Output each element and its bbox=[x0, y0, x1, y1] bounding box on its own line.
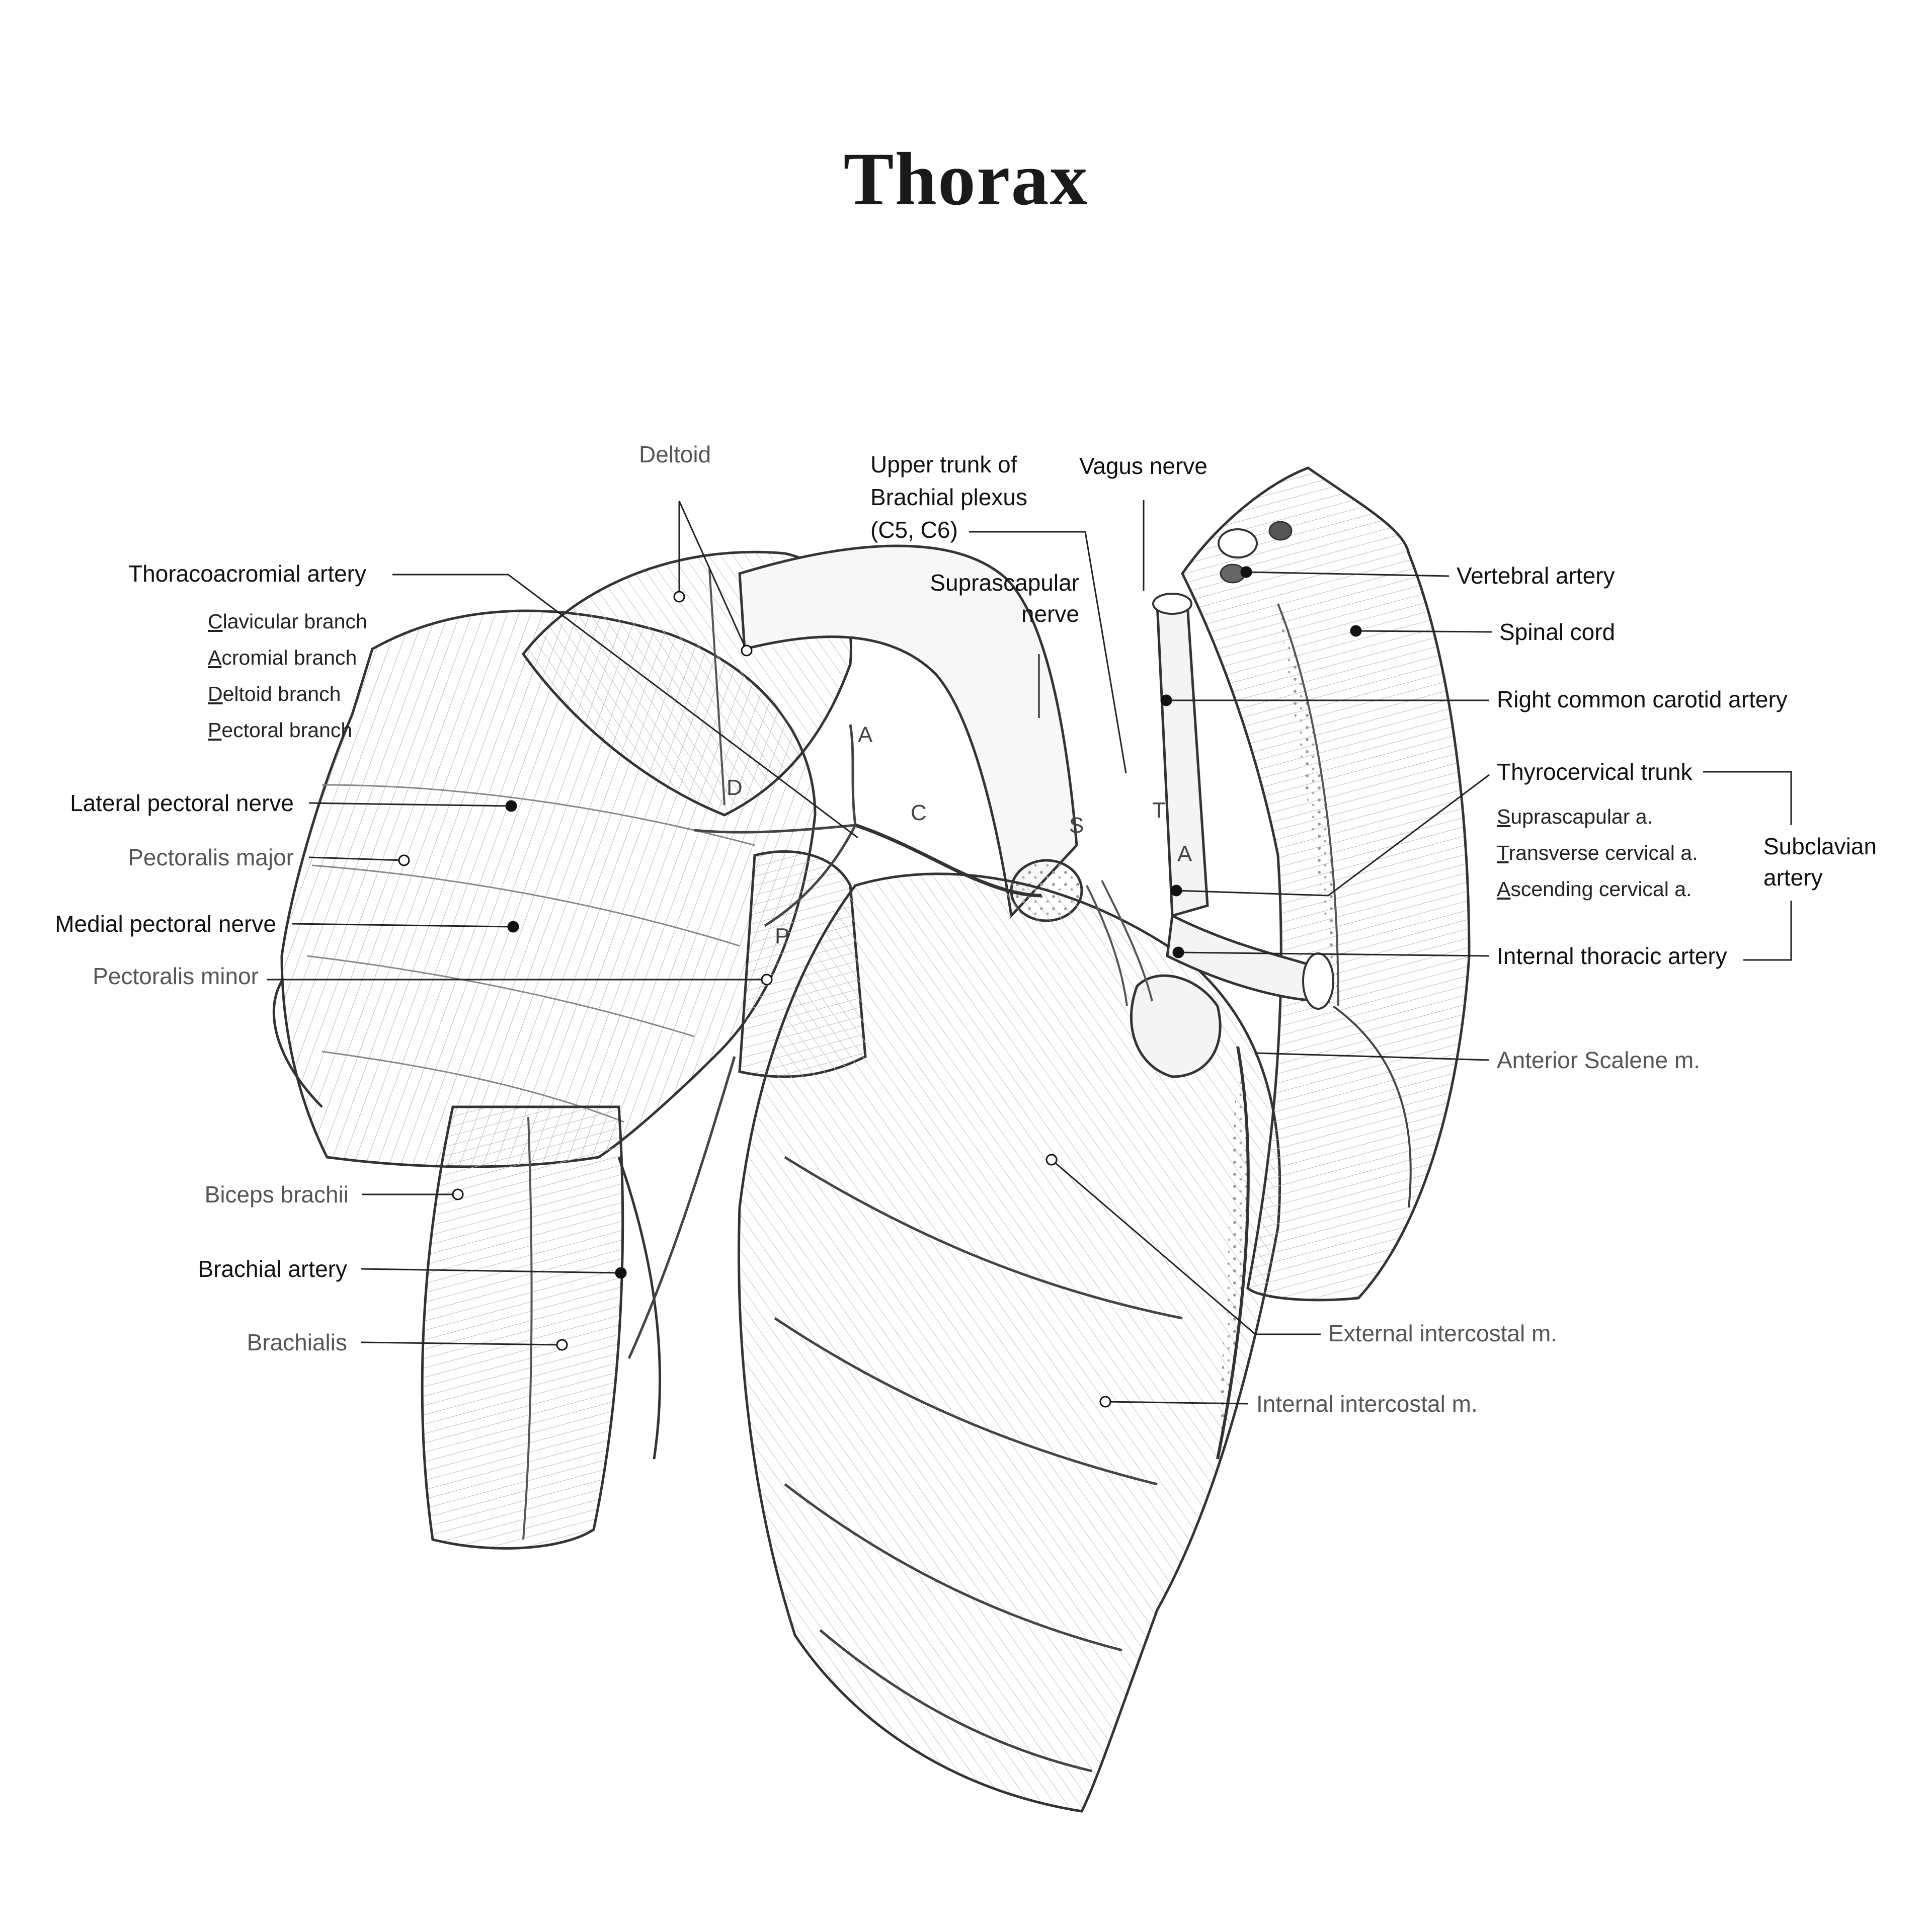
thoracoacromial-vessels bbox=[627, 724, 1042, 1359]
figure-letter-pectoral: P bbox=[775, 924, 789, 948]
label-deltoid: Deltoid bbox=[639, 441, 711, 467]
thyrocervical-branch-0: Suprascapular a. bbox=[1497, 798, 1698, 835]
leader-pectoralis-major bbox=[308, 856, 405, 861]
thoracoacromial-branch-0: Clavicular branch bbox=[208, 603, 367, 639]
leader-internal-intercostal-marker bbox=[1099, 1396, 1111, 1408]
label-medial-pectoral-nerve: Medial pectoral nerve bbox=[55, 911, 276, 937]
label-upper-trunk-line1: Upper trunk of bbox=[870, 451, 1017, 477]
thyrocervical-branch-rest-2: scending cervical a. bbox=[1510, 877, 1692, 901]
label-subclavian-line2: artery bbox=[1763, 864, 1823, 891]
subclavian-bracket-top bbox=[1703, 771, 1792, 825]
figure-letter-clavicular: C bbox=[911, 800, 927, 825]
leader-internal-intercostal bbox=[1105, 1401, 1248, 1405]
leader-lateral-pectoral bbox=[308, 802, 512, 807]
thoracoacromial-branch-rest-1: cromial branch bbox=[221, 646, 357, 669]
leader-medial-pectoral bbox=[291, 923, 514, 928]
vertebral-block-shape bbox=[1181, 466, 1471, 1302]
label-spinal-cord: Spinal cord bbox=[1499, 619, 1616, 645]
thoracoacromial-branch-initial-1: A bbox=[208, 646, 222, 669]
label-anterior-scalene: Anterior Scalene m. bbox=[1497, 1047, 1700, 1073]
leader-brachial-artery bbox=[361, 1268, 621, 1274]
thoracoacromial-branch-rest-2: eltoid branch bbox=[222, 682, 341, 705]
leader-deltoid-b bbox=[678, 501, 748, 651]
leader-internal-thoracic bbox=[1178, 951, 1490, 957]
leader-external-intercostal-marker bbox=[1045, 1154, 1058, 1166]
thyrocervical-branch-list: Suprascapular a.Transverse cervical a.As… bbox=[1497, 798, 1698, 907]
thyrocervical-branch-rest-0: uprascapular a. bbox=[1510, 805, 1653, 828]
label-internal-thoracic-artery: Internal thoracic artery bbox=[1497, 943, 1727, 969]
thyrocervical-branch-initial-2: A bbox=[1497, 877, 1511, 901]
leader-spinal-cord bbox=[1355, 630, 1492, 633]
thoracoacromial-branch-rest-3: ectoral branch bbox=[221, 718, 353, 742]
thoracoacromial-branch-initial-3: P bbox=[208, 718, 222, 742]
leader-brachialis-marker bbox=[556, 1339, 568, 1351]
label-thoracoacromial-artery: Thoracoacromial artery bbox=[128, 560, 366, 587]
arm-shape bbox=[421, 1105, 662, 1550]
leader-vertebral bbox=[1246, 571, 1450, 577]
label-pectoralis-minor: Pectoralis minor bbox=[93, 963, 259, 989]
thoracoacromial-branch-rest-0: lavicular branch bbox=[222, 610, 367, 633]
thyrocervical-branch-2: Ascending cervical a. bbox=[1497, 871, 1698, 907]
leader-brachial-artery-marker bbox=[615, 1267, 627, 1279]
label-suprascapular-nerve-line1: Suprascapular bbox=[930, 570, 1079, 596]
page-title: Thorax bbox=[843, 137, 1089, 221]
leader-brachialis bbox=[361, 1341, 562, 1346]
leader-pectoralis-major-marker bbox=[398, 854, 410, 866]
thoracoacromial-branch-initial-0: C bbox=[208, 610, 223, 633]
leader-carotid-marker bbox=[1160, 694, 1172, 706]
label-internal-intercostal: Internal intercostal m. bbox=[1256, 1391, 1478, 1417]
leader-pectoralis-minor-marker bbox=[761, 974, 773, 986]
label-lateral-pectoral-nerve: Lateral pectoral nerve bbox=[70, 790, 294, 816]
figure-letter-acromial: A bbox=[858, 722, 873, 747]
leader-deltoid-a-marker bbox=[673, 591, 685, 603]
label-external-intercostal: External intercostal m. bbox=[1328, 1320, 1558, 1346]
leader-lateral-pectoral-marker bbox=[505, 800, 517, 812]
figure-letter-deltoid: D bbox=[727, 775, 743, 800]
thyrocervical-branch-initial-0: S bbox=[1497, 805, 1511, 828]
thyrocervical-branch-initial-1: T bbox=[1497, 841, 1509, 864]
label-biceps-brachii: Biceps brachii bbox=[204, 1181, 349, 1208]
label-brachial-artery: Brachial artery bbox=[198, 1256, 347, 1282]
subclavian-bracket-bottom bbox=[1743, 901, 1792, 961]
label-vertebral-artery: Vertebral artery bbox=[1457, 562, 1615, 589]
label-pectoralis-major: Pectoralis major bbox=[128, 844, 294, 870]
leader-upper-trunk bbox=[969, 531, 1127, 774]
label-upper-trunk-line2: Brachial plexus bbox=[870, 484, 1027, 510]
figure-letter-transverse: T bbox=[1152, 798, 1166, 823]
carotid-subclavian-shape bbox=[1086, 593, 1334, 1078]
thyrocervical-branch-rest-1: ransverse cervical a. bbox=[1508, 841, 1698, 864]
leader-thoracoacromial bbox=[392, 574, 858, 839]
rib-cage-shape bbox=[737, 872, 1281, 1813]
label-upper-trunk-line3: (C5, C6) bbox=[870, 517, 958, 543]
thoracoacromial-branch-initial-2: D bbox=[208, 682, 223, 705]
leader-deltoid-b-marker bbox=[741, 645, 753, 657]
label-suprascapular-nerve-line2: nerve bbox=[1021, 601, 1079, 627]
thoracoacromial-branch-3: Pectoral branch bbox=[208, 712, 367, 748]
label-vagus-nerve: Vagus nerve bbox=[1079, 453, 1208, 479]
figure-letter-ascending: A bbox=[1177, 842, 1192, 866]
leader-lines bbox=[267, 500, 1792, 1408]
figure-letter-suprascapular: S bbox=[1069, 813, 1084, 838]
leader-vertebral-marker bbox=[1240, 566, 1252, 578]
leader-thyrocervical-marker bbox=[1170, 884, 1182, 897]
label-thyrocervical-trunk: Thyrocervical trunk bbox=[1497, 759, 1693, 785]
leader-anterior-scalene bbox=[1255, 1052, 1490, 1061]
thyrocervical-branch-1: Transverse cervical a. bbox=[1497, 835, 1698, 871]
leader-thyrocervical bbox=[1176, 774, 1490, 897]
leader-medial-pectoral-marker bbox=[507, 921, 519, 933]
leader-external-intercostal bbox=[1051, 1159, 1321, 1335]
thoracoacromial-branch-2: Deltoid branch bbox=[208, 676, 367, 712]
leader-spinal-cord-marker bbox=[1350, 625, 1362, 637]
label-subclavian-line1: Subclavian bbox=[1763, 833, 1877, 859]
leader-internal-thoracic-marker bbox=[1172, 946, 1184, 958]
thoracoacromial-branch-1: Acromial branch bbox=[208, 639, 367, 676]
label-brachialis: Brachialis bbox=[247, 1329, 347, 1355]
leader-biceps-marker bbox=[452, 1188, 464, 1200]
label-right-common-carotid-artery: Right common carotid artery bbox=[1497, 686, 1788, 712]
